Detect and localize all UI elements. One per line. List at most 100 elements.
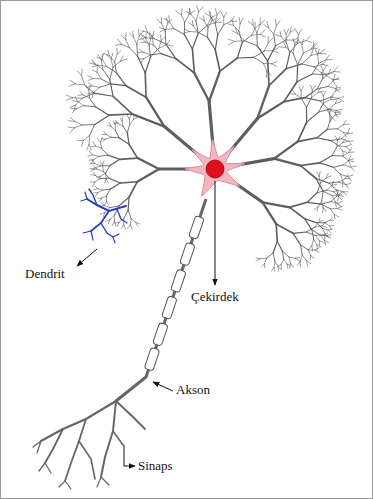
dendrite-branch [274,159,300,166]
dendrite-branch [334,67,338,72]
dendrite-branch [169,22,173,29]
dendrite-branch [153,45,161,54]
dendrite-branch [301,245,309,250]
dendrite-branch [237,57,253,59]
dendrite-branch [315,250,319,252]
dendrite-branch [293,232,306,233]
dendrite-branch [101,138,105,139]
dendrite-branch [286,47,293,53]
dendrite-branch [333,165,343,167]
dendrite-branch [120,59,126,62]
dendrite-branch [106,134,111,137]
dendrite-branch [82,76,85,85]
dendrite-branch [110,215,115,220]
dendrite-branch [317,172,319,176]
dendrite-branch [181,9,182,15]
dendrite-branch [126,86,146,98]
dendrite-branch [281,264,282,268]
dendrite-branch [97,72,101,78]
dendrite-branch [337,136,340,140]
dendrite-branch [130,219,132,226]
dendrite-branch [264,50,272,51]
dendrite-branch [103,161,104,165]
dendrite-branch [84,106,95,107]
dendrite-branch [323,235,328,236]
dendrite-branch [75,96,77,101]
dendrite-branch [80,91,83,95]
dendrite-branch [319,241,320,246]
dendrite-branch [105,179,106,183]
dendrite-branch [324,223,329,226]
dendrite-branch [104,202,106,206]
dendrite-branch [298,138,317,142]
dendrite-branch [320,156,332,163]
dendrite-branch [301,98,306,107]
dendrite-branch [95,115,110,124]
dendrite-branch [83,135,89,140]
dendrite-branch [127,115,129,118]
dendrite-branch [306,36,310,41]
dendrite-branch [184,32,190,34]
dendrite-branch [260,258,266,260]
dendrite-branch [302,64,314,67]
dendrite-branch [89,159,94,160]
dendrite-branch [159,28,165,30]
dendrite-branch [78,140,84,141]
dendrite-branch [184,29,189,32]
dendrite-branch [346,145,351,147]
dendrite-branch [93,172,95,175]
dendrite-branch [262,264,265,267]
dendrite-branch [305,98,320,101]
dendrite-branch [344,120,346,124]
dendrite-branch [330,95,333,100]
dendrite-branch [302,45,303,54]
dendrite-branch [220,58,237,71]
dendrite-branch [306,232,315,235]
dendrite-branch [199,18,204,21]
dendrite-branch [69,84,75,86]
dendrite-branch [337,125,343,129]
dendrite-branch [322,71,324,79]
dendrite-branch [107,202,109,205]
dendrite-branch [90,168,95,169]
dendrite-branch [287,264,289,268]
dendrite-branch [298,39,302,44]
dendrite-branch [114,221,116,226]
dendrite-branch [87,86,92,88]
dendrite-branch [117,222,119,226]
dendrite-branch [322,226,327,228]
dendrite-branch [207,27,208,37]
dendrite-branch [286,34,287,42]
dendrite-branch [144,73,146,97]
dendrite-branch [91,146,96,148]
dendrite-branch [129,144,137,158]
dendrite-branch [318,49,319,55]
dendrite-branch [311,93,317,98]
dendrite-branch [329,104,335,109]
dendrite-branch [97,67,98,72]
dendrite-branch [268,28,273,34]
dendrite-branch [272,62,277,64]
dendrite-branch [292,89,295,94]
dendrite-branch [308,249,315,250]
dendrite-branch [88,76,93,79]
dendrite-branch [311,48,317,50]
dendrite-branch [315,50,317,55]
dendrite-branch [145,26,148,32]
dendrite-branch [100,161,102,165]
dendrite-branch [339,182,346,185]
dendrite-branch [268,37,269,43]
dendrite-branch [303,49,311,53]
dendrite-branch [265,258,267,263]
dendrite-branch [198,25,207,33]
dendrite-branch [256,33,257,46]
dendrite-branch [260,18,261,24]
dendrite-branch [348,175,353,176]
dendrite-branch [310,256,312,260]
dendrite-branch [127,133,129,145]
dendrite-branch [341,134,347,139]
dendrite-branch [308,250,310,256]
dendrite-branch [138,57,146,73]
dendrite-branch [192,49,194,73]
dendrite-branch [165,28,174,30]
